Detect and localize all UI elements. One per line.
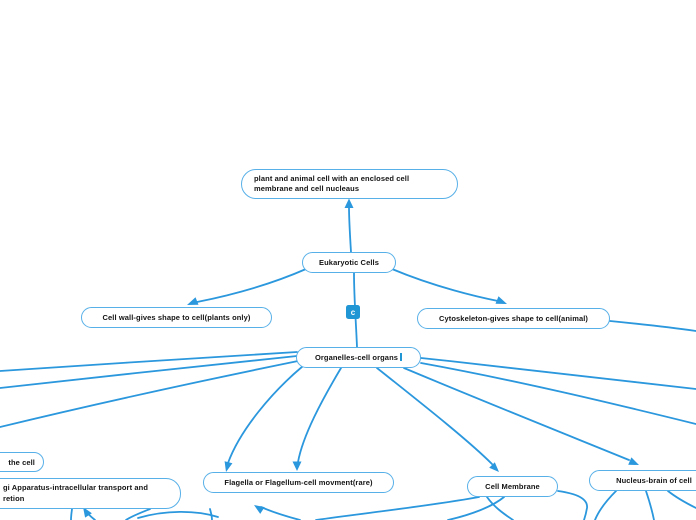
node-eukaryotic-cells[interactable]: Eukaryotic Cells bbox=[302, 252, 396, 273]
edge-organelles-golgi[interactable] bbox=[227, 365, 304, 464]
edge-cytoskeleton-right[interactable] bbox=[609, 320, 696, 332]
node-eukaryotic-cells-label: Eukaryotic Cells bbox=[319, 258, 379, 267]
edge-organelles-cellmembrane[interactable] bbox=[376, 367, 493, 465]
arrowhead-icon bbox=[628, 457, 639, 465]
arrowhead-icon bbox=[83, 507, 92, 518]
arrowhead-icon bbox=[292, 461, 302, 471]
node-cytoskeleton[interactable]: Cytoskeleton-gives shape to cell(animal) bbox=[417, 308, 610, 329]
edge-organelles-nucleus[interactable] bbox=[403, 367, 630, 461]
arrowhead-icon bbox=[254, 505, 265, 514]
edge-nucleus-child-3[interactable] bbox=[667, 490, 696, 509]
node-root-note-label: plant and animal cell with an enclosed c… bbox=[254, 173, 410, 193]
collaborator-badge: c bbox=[346, 305, 360, 319]
edge-eukaryotic-rootnote[interactable] bbox=[348, 206, 352, 253]
edge-nucleus-child-2[interactable] bbox=[645, 490, 655, 520]
node-organelles[interactable]: Organelles-cell organs bbox=[296, 347, 421, 368]
arrowhead-icon bbox=[224, 461, 233, 472]
node-cell-wall[interactable]: Cell wall-gives shape to cell(plants onl… bbox=[81, 307, 272, 328]
edge-organelles-flagella[interactable] bbox=[297, 367, 342, 463]
edge-organelles-left-1[interactable] bbox=[0, 351, 298, 372]
node-golgi-apparatus[interactable]: gi Apparatus-intracellular transport and… bbox=[0, 478, 181, 509]
node-nucleus-label: Nucleus-brain of cell bbox=[616, 476, 692, 485]
arrowhead-icon bbox=[489, 462, 499, 472]
edge-organelles-right-1[interactable] bbox=[420, 357, 696, 390]
node-cell-wall-label: Cell wall-gives shape to cell(plants onl… bbox=[102, 313, 251, 322]
arrowhead-icon bbox=[495, 296, 507, 304]
edge-bottom-arc[interactable] bbox=[137, 510, 219, 519]
node-nucleus[interactable]: Nucleus-brain of cell bbox=[589, 470, 696, 491]
edge-nucleus-child-1[interactable] bbox=[594, 490, 617, 520]
edge-organelles-left-3[interactable] bbox=[0, 360, 299, 428]
edge-golgi-in-2[interactable] bbox=[260, 506, 301, 520]
edge-organelles-right-2[interactable] bbox=[420, 362, 696, 425]
node-flagella-label: Flagella or Flagellum-cell movment(rare) bbox=[224, 478, 373, 487]
edge-eukaryotic-cellwall[interactable] bbox=[196, 268, 307, 303]
node-root-note[interactable]: plant and animal cell with an enclosed c… bbox=[241, 169, 458, 199]
edge-cellmembrane-child-4[interactable] bbox=[557, 490, 588, 520]
edge-organelles-left-2[interactable] bbox=[0, 355, 298, 389]
edge-cellmembrane-child-3[interactable] bbox=[486, 496, 514, 520]
node-cell-membrane-label: Cell Membrane bbox=[485, 482, 540, 491]
node-the-cell[interactable]: the cell bbox=[0, 452, 44, 472]
node-golgi-apparatus-label: gi Apparatus-intracellular transport and… bbox=[3, 483, 148, 503]
edge-cellmembrane-child-2[interactable] bbox=[447, 496, 505, 520]
edge-golgi-child-1[interactable] bbox=[70, 508, 73, 520]
edge-eukaryotic-cytoskeleton[interactable] bbox=[391, 268, 499, 302]
collaborator-initial: c bbox=[350, 307, 356, 317]
collaborator-caret-icon bbox=[400, 352, 403, 361]
edge-golgi-child-2[interactable] bbox=[125, 508, 151, 520]
edge-cellmembrane-child-1[interactable] bbox=[315, 496, 480, 520]
node-cytoskeleton-label: Cytoskeleton-gives shape to cell(animal) bbox=[438, 314, 589, 323]
node-the-cell-label: the cell bbox=[8, 457, 35, 467]
arrowhead-icon bbox=[187, 297, 199, 305]
arrowhead-icon bbox=[344, 198, 354, 208]
node-flagella[interactable]: Flagella or Flagellum-cell movment(rare) bbox=[203, 472, 394, 493]
node-cell-membrane[interactable]: Cell Membrane bbox=[467, 476, 558, 497]
node-organelles-label: Organelles-cell organs bbox=[314, 353, 399, 362]
